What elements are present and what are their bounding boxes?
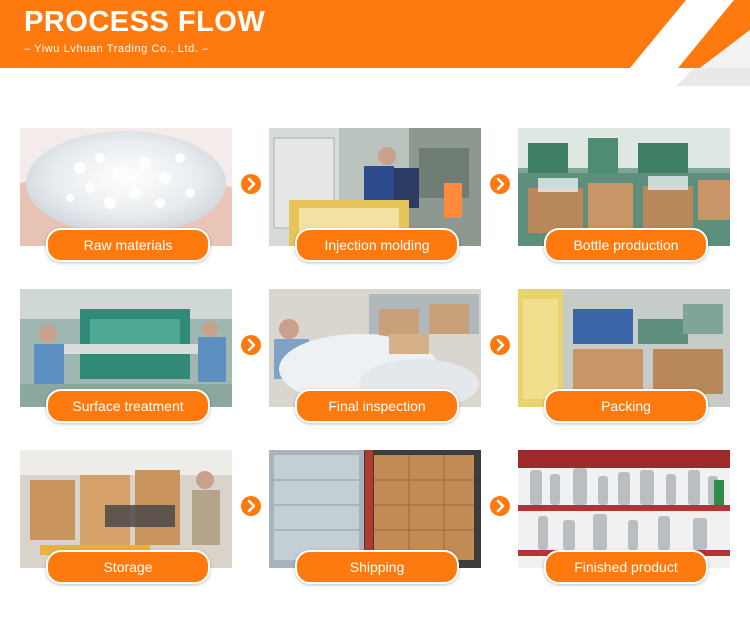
header-banner: [0, 0, 750, 68]
step-label: Raw materials: [46, 228, 210, 262]
step-storage: Storage: [20, 450, 232, 584]
step-finished-product: Finished product: [518, 450, 730, 584]
page-title: PROCESS FLOW: [24, 6, 266, 38]
step-shipping: Shipping: [269, 450, 481, 584]
chevron-right-icon: [241, 174, 261, 194]
step-label: Storage: [46, 550, 210, 584]
chevron-right-icon: [490, 335, 510, 355]
chevron-right-icon: [490, 496, 510, 516]
step-label: Bottle production: [544, 228, 708, 262]
container-shipping-photo: [269, 450, 481, 568]
step-surface-treatment: Surface treatment: [20, 289, 232, 423]
step-bottle-production: Bottle production: [518, 128, 730, 262]
header-corner-decoration: [630, 0, 750, 86]
chevron-right-icon: [241, 496, 261, 516]
packing-area-photo: [518, 289, 730, 407]
injection-molding-worker-photo: [269, 128, 481, 246]
page-subtitle: – Yiwu Lvhuan Trading Co., Ltd. –: [24, 43, 209, 55]
step-injection-molding: Injection molding: [269, 128, 481, 262]
step-label: Finished product: [544, 550, 708, 584]
header-bar: [0, 0, 750, 68]
step-label: Shipping: [295, 550, 459, 584]
step-raw-materials: Raw materials: [20, 128, 232, 262]
chevron-right-icon: [490, 174, 510, 194]
step-final-inspection: Final inspection: [269, 289, 481, 423]
aluminum-bottles-photo: [518, 450, 730, 568]
step-label: Final inspection: [295, 389, 459, 423]
step-label: Injection molding: [295, 228, 459, 262]
step-packing: Packing: [518, 289, 730, 423]
step-label: Surface treatment: [46, 389, 210, 423]
step-label: Packing: [544, 389, 708, 423]
chevron-right-icon: [241, 335, 261, 355]
